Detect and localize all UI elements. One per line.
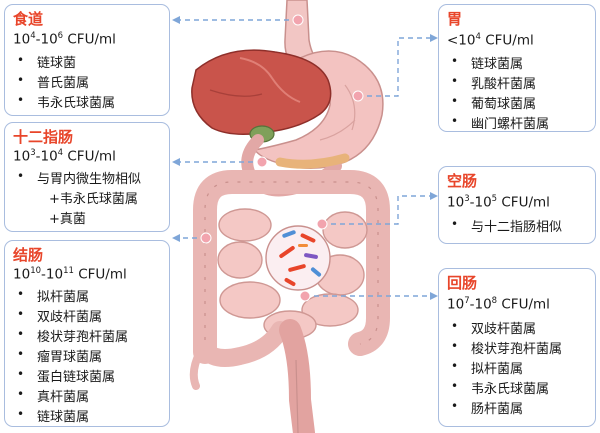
jejunum-item: 与十二指肠相似 [471,220,563,235]
ileum-item: 拟杆菌属 [471,362,524,377]
esophagus-panel: 食道 104-106 CFU/ml • 链球菌 • 普氏菌属 • 韦永氏球菌属 [4,4,170,116]
jejunum-panel: 空肠 103-105 CFU/ml • 与十二指肠相似 [438,166,596,244]
stomach-item: 乳酸杆菌属 [471,77,537,92]
stomach-title: 胃 [447,10,463,28]
stomach-item: 链球菌属 [471,57,524,72]
stomach-range: <104 CFU/ml [447,32,534,49]
marker-jejunum [316,218,328,230]
duodenum-item: 与胃内微生物相似 [37,172,142,187]
marker-stomach [352,90,364,102]
jejunum-title: 空肠 [447,172,478,190]
esophagus-item: 普氏菌属 [37,76,90,91]
bullet-icon: • [451,217,459,231]
colon-item: 蛋白链球菌属 [37,370,116,385]
bullet-icon: • [451,379,459,393]
connector-stomach [358,37,432,97]
ileum-title: 回肠 [447,274,478,292]
marker-duodenum [256,156,268,168]
colon-item: 拟杆菌属 [37,290,90,305]
colon-item: 链球菌属 [37,410,90,425]
bullet-icon: • [17,347,25,361]
ileum-item: 梭状芽孢杆菌属 [471,342,563,357]
liver-organ [191,49,332,135]
bullet-icon: • [17,73,25,87]
duodenum-panel: 十二指肠 103-104 CFU/ml • 与胃内微生物相似 +韦永氏球菌属 +… [4,122,170,232]
stomach-item: 葡萄球菌属 [471,97,537,112]
bullet-icon: • [451,339,459,353]
marker-ileum [299,290,311,302]
bullet-icon: • [17,327,25,341]
stomach-item: 幽门螺杆菌属 [471,117,550,132]
microbiota-magnifier [265,225,331,291]
esophagus-range: 104-106 CFU/ml [13,31,116,48]
colon-range: 1010-1011 CFU/ml [13,266,127,283]
bullet-icon: • [451,399,459,413]
marker-colon [200,232,212,244]
duodenum-item: +韦永氏球菌属 [49,192,138,207]
colon-item: 双歧杆菌属 [37,310,103,325]
bullet-icon: • [451,359,459,373]
bullet-icon: • [17,407,25,421]
colon-item: 梭状芽孢杆菌属 [37,330,129,345]
ileum-panel: 回肠 107-108 CFU/ml • 双歧杆菌属 • 梭状芽孢杆菌属 • 拟杆… [438,268,596,427]
bullet-icon: • [17,169,25,183]
duodenum-title: 十二指肠 [13,128,74,146]
ileum-item: 韦永氏球菌属 [471,382,550,397]
connector-jejunum [322,195,432,225]
bullet-icon: • [451,114,459,128]
jejunum-range: 103-105 CFU/ml [447,194,550,211]
small-intestine-organ [217,208,368,340]
bullet-icon: • [17,387,25,401]
colon-title: 结肠 [13,246,44,264]
ileum-range: 107-108 CFU/ml [447,296,550,313]
colon-item: 瘤胃球菌属 [37,350,103,365]
ileum-item: 双歧杆菌属 [471,322,537,337]
bullet-icon: • [17,53,25,67]
bullet-icon: • [17,93,25,107]
duodenum-item: +真菌 [49,212,86,227]
esophagus-title: 食道 [13,10,44,28]
bullet-icon: • [17,307,25,321]
esophagus-item: 链球菌 [37,56,77,71]
bullet-icon: • [451,54,459,68]
esophagus-item: 韦永氏球菌属 [37,96,116,111]
bullet-icon: • [451,94,459,108]
colon-item: 真杆菌属 [37,390,90,405]
stomach-panel: 胃 <104 CFU/ml • 链球菌属 • 乳酸杆菌属 • 葡萄球菌属 • 幽… [438,4,596,132]
bullet-icon: • [451,74,459,88]
duodenum-range: 103-104 CFU/ml [13,148,116,165]
bullet-icon: • [17,287,25,301]
bullet-icon: • [17,367,25,381]
ileum-item: 肠杆菌属 [471,402,524,417]
colon-panel: 结肠 1010-1011 CFU/ml • 拟杆菌属 • 双歧杆菌属 • 梭状芽… [4,240,170,427]
marker-esophagus [292,14,304,26]
bullet-icon: • [451,319,459,333]
